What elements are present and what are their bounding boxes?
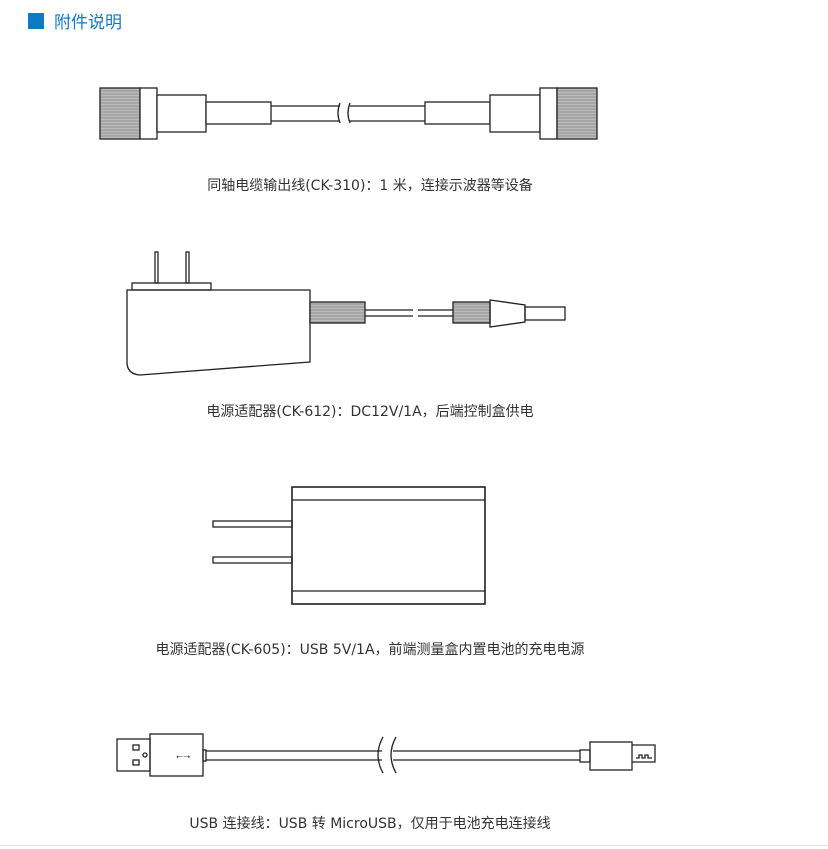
usb-cable-caption: USB 连接线：USB 转 MicroUSB，仅用于电池充电连接线 [189, 816, 551, 832]
adapter-ck605-drawing [212, 486, 486, 605]
coax-cable-drawing [99, 87, 598, 140]
adapter-ck605-caption: 电源适配器(CK-605)：USB 5V/1A，前端测量盒内置电池的充电电源 [155, 642, 585, 658]
adapter-ck612-caption: 电源适配器(CK-612)：DC12V/1A，后端控制盒供电 [206, 404, 534, 420]
section-title: 附件说明 [54, 13, 122, 33]
usb-cable-drawing: ⭠⭢ [116, 733, 656, 777]
bottom-divider [0, 845, 828, 846]
coax-caption: 同轴电缆输出线(CK-310)：1 米，连接示波器等设备 [207, 178, 533, 194]
svg-text:⭠⭢: ⭠⭢ [176, 752, 190, 762]
section-header: 附件说明 [28, 8, 122, 33]
adapter-ck612-drawing [126, 251, 566, 376]
square-bullet-icon [28, 12, 44, 29]
